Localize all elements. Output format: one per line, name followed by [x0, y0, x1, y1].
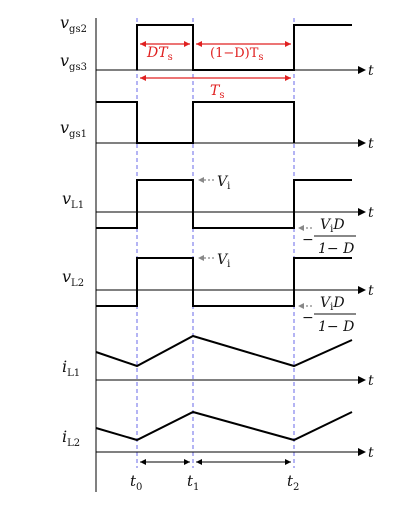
- axis-t-label-iL1: t: [368, 373, 374, 389]
- axis-arrow-vgs23: [358, 66, 366, 74]
- label-vL1: vL1: [62, 189, 84, 211]
- label-t2: t2: [287, 472, 299, 493]
- svg-text:1− D: 1− D: [318, 319, 354, 335]
- axis-t-label-vL1: t: [368, 205, 374, 221]
- svg-text:−: −: [302, 232, 314, 248]
- wave-vL1: [96, 179, 352, 229]
- label-t0: t0: [130, 472, 142, 493]
- label-t1: t1: [187, 472, 199, 493]
- svg-text:ViD: ViD: [320, 217, 345, 235]
- label-vgs2: vgs2: [60, 13, 87, 35]
- axis-t-label-vgs23: t: [368, 63, 374, 79]
- axis-t-label-iL2: t: [368, 445, 374, 461]
- svg-text:ViD: ViD: [320, 295, 345, 313]
- label-dts: DTs: [146, 45, 173, 63]
- label-ts: Ts: [210, 83, 224, 101]
- label-iL1: iL1: [62, 357, 80, 379]
- neg-fraction-1: − ViD 1− D: [302, 217, 356, 257]
- svg-text:1− D: 1− D: [318, 241, 354, 257]
- label-vgs1: vgs1: [60, 118, 87, 140]
- svg-text:−: −: [302, 310, 314, 326]
- label-vi-2: Vi: [217, 252, 230, 270]
- wave-vgs23: [136, 24, 352, 71]
- wave-vL2: [96, 257, 352, 307]
- neg-fraction-2: − ViD 1− D: [302, 295, 356, 335]
- wave-iL2: [95, 410, 353, 442]
- label-vi-1: Vi: [217, 174, 230, 192]
- label-one-minus-dts: (1−D)Ts: [210, 46, 264, 63]
- wave-iL1: [95, 334, 353, 368]
- axis-t-label-vgs1: t: [368, 136, 374, 152]
- wave-vgs1: [96, 101, 295, 144]
- axis-t-label-vL2: t: [368, 283, 374, 299]
- label-vL2: vL2: [62, 267, 84, 289]
- label-iL2: iL2: [62, 427, 80, 449]
- label-vgs3: vgs3: [60, 51, 87, 73]
